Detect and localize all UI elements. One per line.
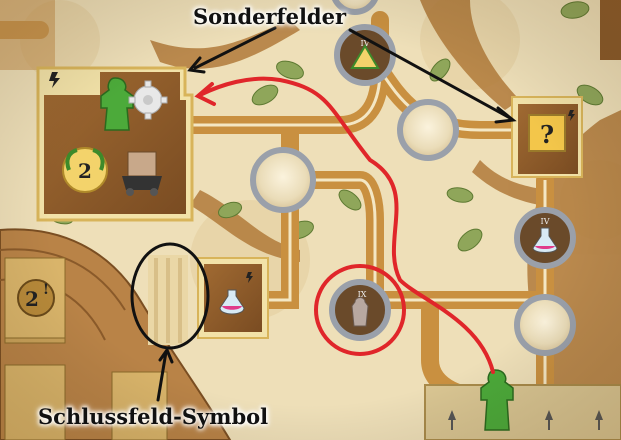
final-field-symbol-label: Schlussfeld-Symbol xyxy=(38,404,268,429)
special-fields-label: Sonderfelder xyxy=(193,4,346,29)
